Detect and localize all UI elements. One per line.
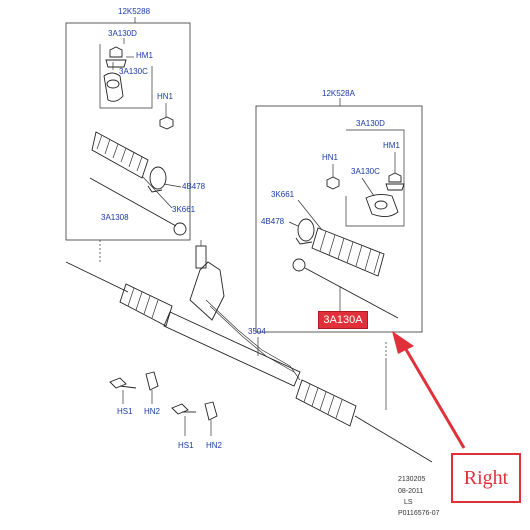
drawing-date: 08-2011	[398, 488, 424, 495]
label-hn2-bottom: HN2	[206, 441, 223, 450]
right-group-box	[255, 105, 423, 333]
drawing-ls: LS	[404, 499, 413, 506]
right-nut-hn1	[326, 164, 340, 190]
right-group-title: 12K528A	[322, 89, 356, 98]
right-nut-hm1	[385, 152, 405, 191]
left-group-title: 12K5288	[118, 7, 151, 16]
nut-hn2-top	[145, 371, 159, 404]
left-label-4b478: 4B478	[182, 182, 206, 191]
right-parts-group: 12K528A 3A130D HN1 HM1 3A130C 3K661 4B47…	[255, 89, 423, 333]
right-label-3k661: 3K661	[271, 190, 295, 199]
bolt-hs1-bottom	[171, 403, 196, 436]
callout-arrow	[392, 331, 466, 449]
left-label-3k661: 3K661	[172, 205, 196, 214]
rack-label-3504: 3504	[248, 327, 266, 336]
drawing-reference: P0116576-07	[398, 510, 440, 517]
left-label-3a130d: 3A130D	[108, 29, 137, 38]
left-nut-hn1	[159, 103, 174, 130]
right-label-4b478: 4B478	[261, 217, 285, 226]
left-bellows-boot	[91, 131, 149, 179]
label-hn2-top: HN2	[144, 407, 161, 416]
label-hs1-top: HS1	[117, 407, 133, 416]
left-nut-hm1	[105, 46, 134, 68]
drawing-code: 2130205	[398, 476, 426, 483]
left-label-hm1: HM1	[136, 51, 153, 60]
left-clamp	[147, 166, 167, 193]
rack-right-boot	[295, 379, 357, 427]
right-label-hn1: HN1	[322, 153, 339, 162]
left-label-hn1: HN1	[157, 92, 174, 101]
right-label-3a130c: 3A130C	[351, 167, 380, 176]
right-label-hm1: HM1	[383, 141, 400, 150]
right-tie-rod-end	[361, 177, 399, 217]
right-inner-tie-rod	[292, 258, 399, 319]
left-parts-group: 12K5288 3A130D HM1 3A130C HN1	[65, 7, 206, 241]
left-label-3a1308: 3A1308	[101, 213, 129, 222]
left-inner-tie-rod	[89, 177, 187, 236]
right-label-3a130d: 3A130D	[356, 119, 385, 128]
nut-hn2-bottom	[204, 401, 218, 436]
label-hs1-bottom: HS1	[178, 441, 194, 450]
right-clamp	[288, 218, 315, 245]
right-side-callout: Right	[451, 453, 521, 503]
part-highlight-3a130a: 3A130A	[318, 311, 368, 329]
left-tie-rod-end	[103, 62, 124, 102]
steering-rack-assembly: 3504	[65, 240, 433, 463]
left-group-box	[65, 22, 191, 241]
left-label-3a130c: 3A130C	[119, 67, 148, 76]
rack-left-boot	[119, 283, 173, 327]
bolt-hs1-top	[109, 377, 137, 404]
right-bellows-boot	[297, 199, 385, 277]
